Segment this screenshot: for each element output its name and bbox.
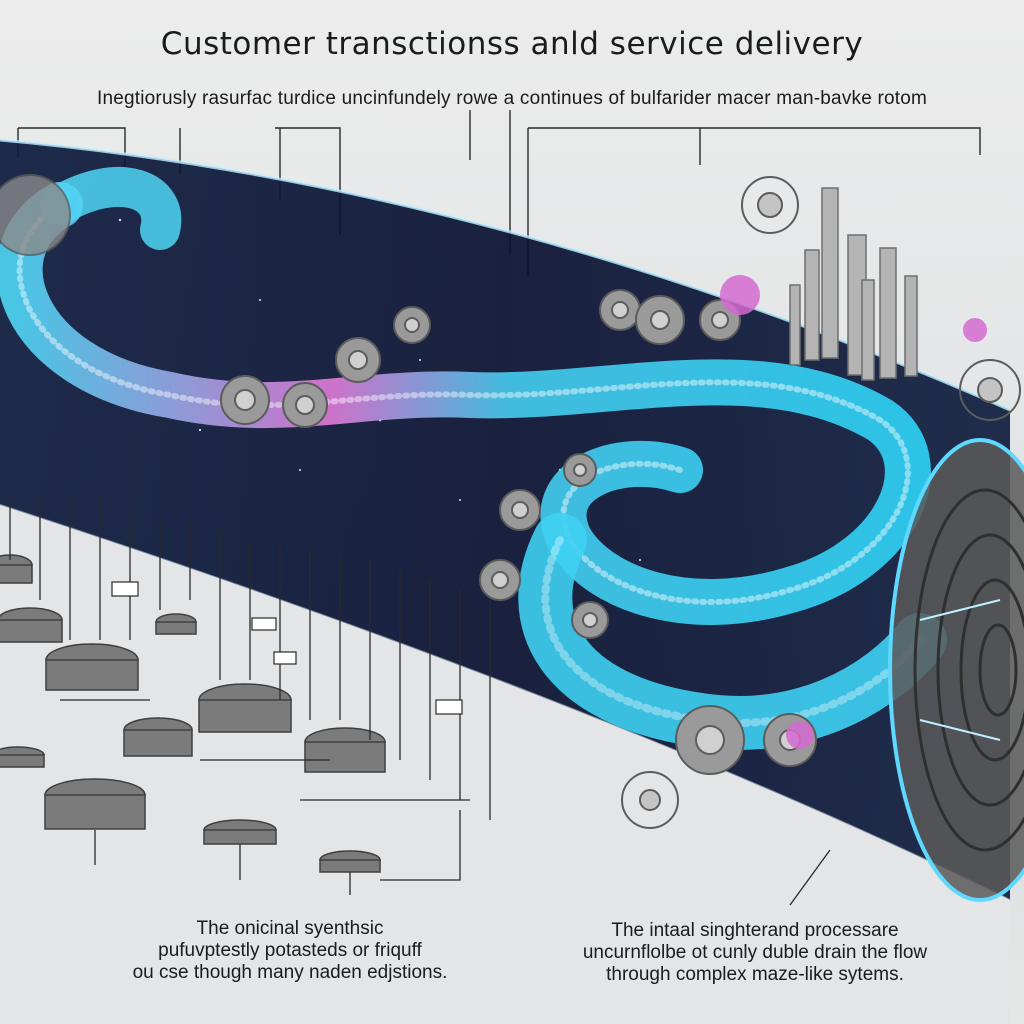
caption-line: pufuvptestly potasteds or friquff (158, 940, 422, 961)
machine-unit (155, 613, 197, 635)
blossom-icon (720, 275, 987, 749)
tower-icon (789, 187, 918, 381)
machine-unit (203, 819, 277, 845)
page-title: Customer transctionss anld service deliv… (160, 26, 864, 62)
caption-right: The intaal singhterand processare uncurn… (540, 920, 970, 986)
turbine-icon (888, 438, 1024, 902)
caption-line: through complex maze-like sytems. (606, 964, 904, 985)
machine-unit (319, 850, 381, 873)
wiring (9, 500, 831, 906)
machine-unit (0, 554, 33, 584)
tag-icon (111, 581, 463, 715)
caption-line: ou cse though many naden edjstions. (132, 962, 448, 983)
machine-unit (45, 643, 139, 691)
machine-unit (198, 683, 292, 733)
machine-unit (123, 717, 193, 757)
machine-unit (304, 727, 386, 773)
machine-unit (0, 607, 63, 643)
machine-unit (44, 778, 146, 830)
caption-line: The onicinal syenthsic (196, 918, 384, 939)
caption-left: The onicinal syenthsic pufuvptestly pota… (90, 918, 490, 984)
caption-line: uncurnflolbe ot cunly duble drain the fl… (582, 942, 928, 963)
machine-unit (0, 746, 45, 768)
page-subtitle: Inegtiorusly rasurfac turdice uncinfunde… (96, 88, 928, 109)
caption-line: The intaal singhterand processare (611, 920, 899, 941)
